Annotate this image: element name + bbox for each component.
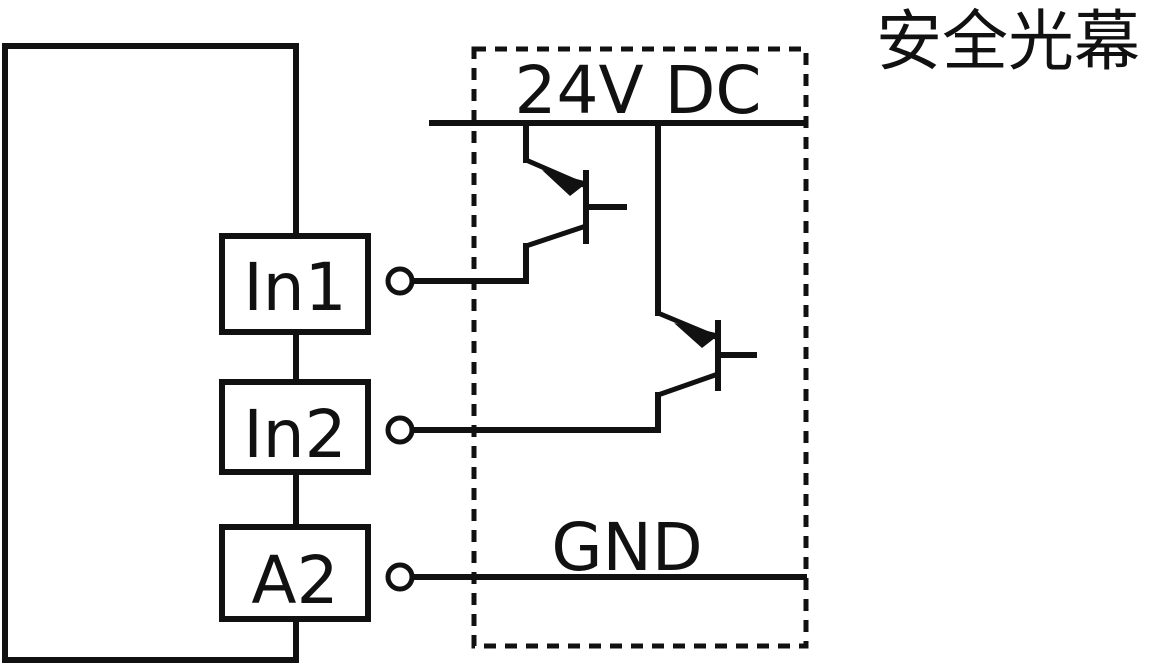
terminal-a2-label: A2 — [251, 542, 338, 619]
supply-label: 24V DC — [514, 52, 761, 129]
light-curtain-boundary — [471, 46, 809, 649]
node-a2 — [385, 562, 415, 592]
node-in2 — [385, 415, 415, 445]
transistor-2-arrow — [674, 323, 720, 348]
device-outline — [2, 43, 299, 663]
light-curtain-title: 安全光幕 — [876, 3, 1140, 80]
transistor-1-arrow — [542, 170, 588, 196]
transistor-2 — [655, 310, 757, 433]
transistor-1 — [523, 157, 627, 284]
terminal-in2-label: In2 — [243, 396, 346, 473]
terminal-a2: A2 — [219, 524, 371, 622]
node-in1 — [385, 266, 415, 296]
terminal-in2: In2 — [219, 379, 371, 475]
terminal-in1: In1 — [219, 233, 371, 335]
terminal-in1-label: In1 — [243, 249, 346, 326]
ground-label: GND — [551, 509, 702, 586]
